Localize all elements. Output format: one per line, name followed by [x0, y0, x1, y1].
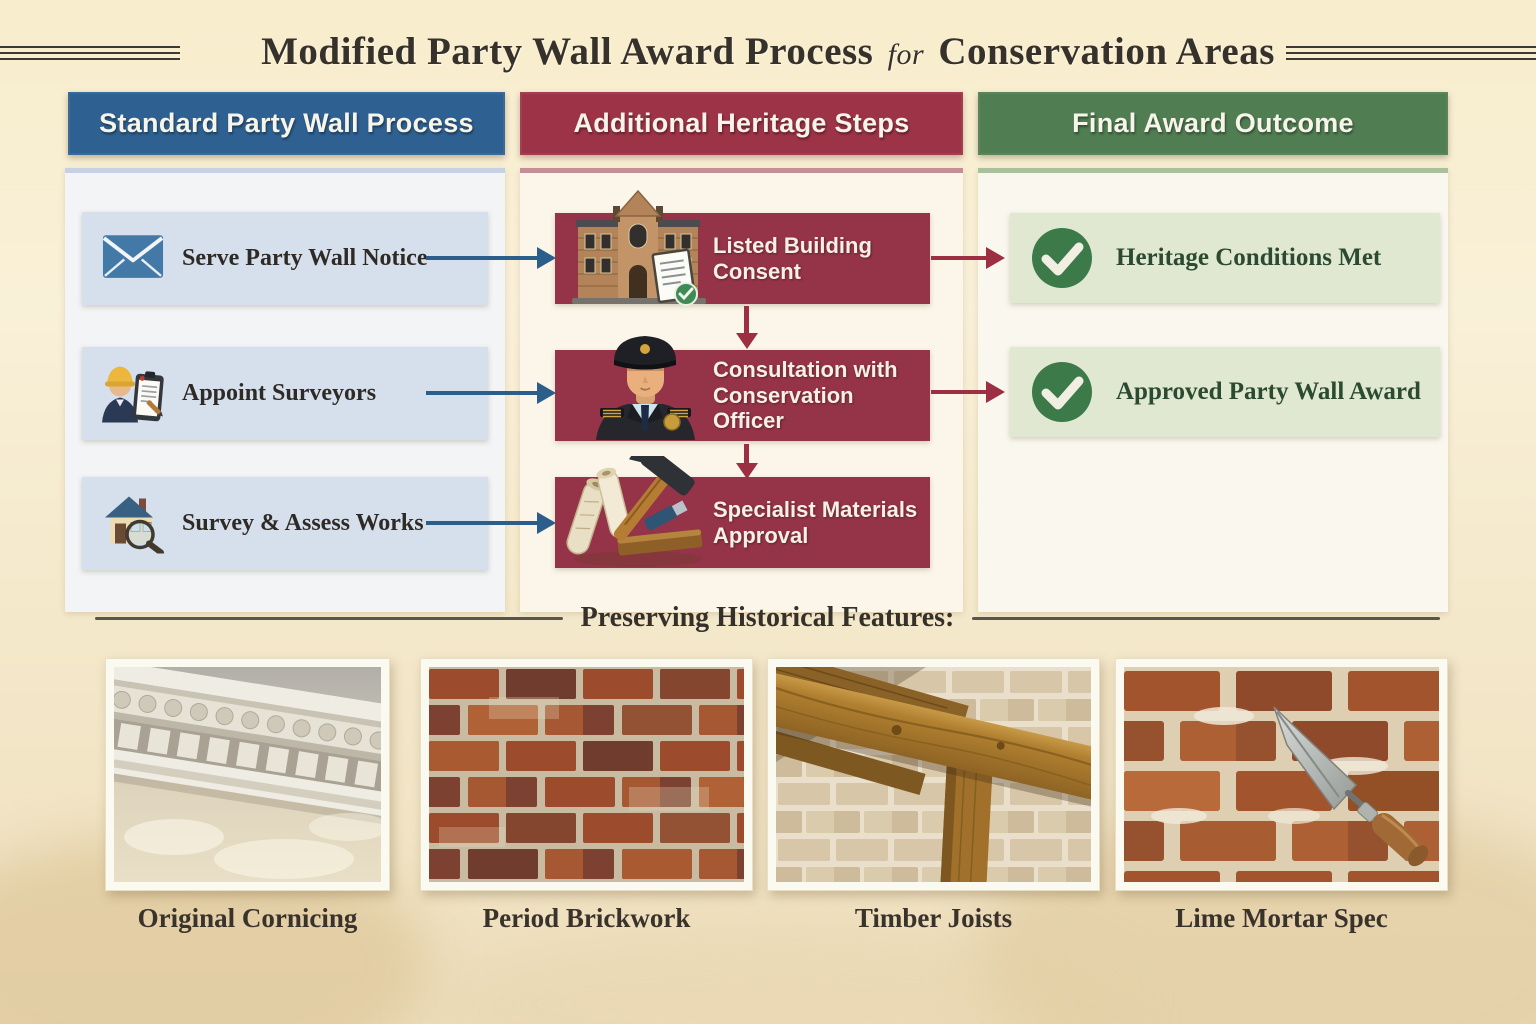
step-label: Survey & Assess Works — [182, 510, 424, 536]
timber-joists-photo — [767, 658, 1100, 891]
check-circle-icon — [1032, 362, 1092, 422]
step-listed-building-consent: Listed Building Consent — [555, 213, 930, 304]
flow-arrow-consent-to-officer — [744, 306, 749, 334]
page-title-part2: Conservation Areas — [938, 30, 1275, 73]
column-header-heritage-steps: Additional Heritage Steps — [520, 92, 963, 155]
envelope-icon — [102, 233, 164, 284]
step-label: Appoint Surveyors — [182, 380, 377, 406]
outcome-label: Heritage Conditions Met — [1116, 244, 1382, 271]
features-heading: Preserving Historical Features: — [580, 602, 955, 633]
page-title: Modified Party Wall Award Process for Co… — [0, 22, 1536, 85]
house-magnifier-icon — [102, 489, 166, 558]
column-header-standard-process: Standard Party Wall Process — [68, 92, 505, 155]
texture-blob — [430, 924, 1130, 1024]
page-title-connector: for — [887, 38, 925, 71]
photo-caption-brickwork: Period Brickwork — [482, 903, 691, 933]
step-survey-assess-works: Survey & Assess Works — [82, 477, 488, 570]
outcome-heritage-conditions-met: Heritage Conditions Met — [1010, 213, 1440, 303]
title-rule-left — [0, 46, 180, 60]
features-heading-row: Preserving Historical Features: — [95, 598, 1440, 638]
outcome-approved-party-wall-award: Approved Party Wall Award — [1010, 347, 1440, 437]
step-serve-party-wall-notice: Serve Party Wall Notice — [82, 212, 488, 305]
photo-caption-lime-mortar: Lime Mortar Spec — [1175, 903, 1388, 933]
step-specialist-materials-approval: Specialist Materials Approval — [555, 477, 930, 568]
surveyor-clipboard-icon — [96, 358, 168, 429]
heading-rule-right — [972, 616, 1440, 620]
photo-caption-timber-joists: Timber Joists — [854, 903, 1013, 933]
brickwork-photo — [420, 658, 753, 891]
flow-arrow-consent-to-conditions — [931, 256, 987, 260]
column-header-final-outcome: Final Award Outcome — [978, 92, 1448, 155]
flow-arrow-surveyors-to-officer — [426, 391, 538, 395]
flow-arrow-notice-to-consent — [426, 256, 538, 260]
page-title-part1: Modified Party Wall Award Process — [261, 30, 874, 73]
outcome-label: Approved Party Wall Award — [1116, 378, 1421, 405]
lime-mortar-photo — [1115, 658, 1448, 891]
check-circle-icon — [1032, 228, 1092, 288]
heading-rule-left — [95, 616, 563, 620]
flow-arrow-officer-to-award — [931, 390, 987, 394]
step-conservation-officer-consultation: Consultation with Conservation Officer — [555, 350, 930, 441]
cornicing-photo — [105, 658, 390, 891]
title-rule-right — [1286, 46, 1536, 60]
flow-arrow-officer-to-materials — [744, 444, 749, 464]
step-appoint-surveyors: Appoint Surveyors — [82, 347, 488, 440]
flow-arrow-survey-to-materials — [426, 521, 538, 525]
photo-caption-cornicing: Original Cornicing — [137, 903, 358, 933]
step-label: Serve Party Wall Notice — [182, 245, 428, 271]
step-label: Specialist Materials Approval — [713, 496, 918, 548]
title-row: Modified Party Wall Award Process for Co… — [0, 22, 1536, 82]
step-label: Consultation with Conservation Officer — [713, 356, 898, 434]
step-label: Listed Building Consent — [713, 232, 872, 284]
